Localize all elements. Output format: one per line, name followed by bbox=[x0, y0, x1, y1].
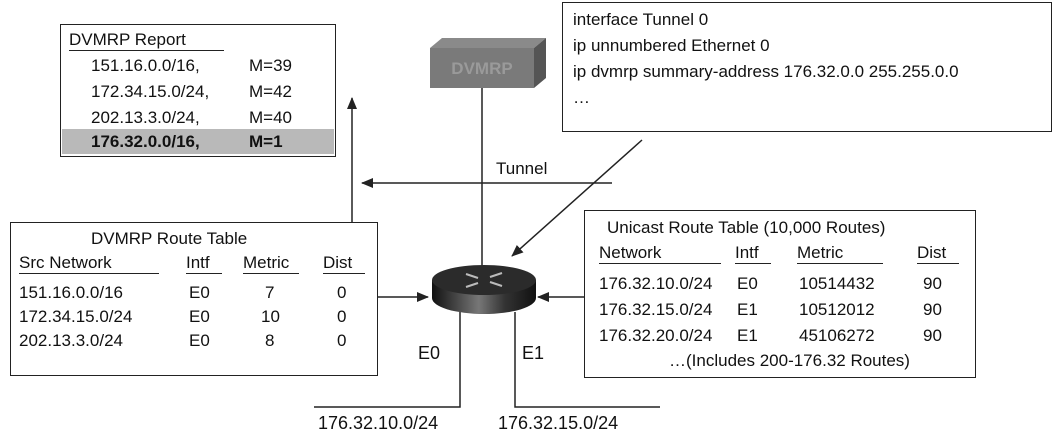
interface-e0-label: E0 bbox=[418, 343, 441, 363]
report-net: 172.34.15.0/24, bbox=[91, 82, 210, 101]
unicast-header-dist: Dist bbox=[917, 243, 959, 264]
unicast-cell: 90 bbox=[923, 274, 942, 293]
router-icon bbox=[432, 265, 536, 314]
config-line: ip dvmrp summary-address 176.32.0.0 255.… bbox=[573, 62, 959, 81]
dvmrp-cell: 0 bbox=[337, 283, 347, 302]
unicast-table-title: Unicast Route Table (10,000 Routes) bbox=[607, 218, 886, 237]
report-net-summary: 176.32.0.0/16, bbox=[91, 132, 200, 151]
dvmrp-cell: 8 bbox=[265, 331, 275, 350]
unicast-cell: 10512012 bbox=[799, 300, 875, 319]
dvmrp-cell: 7 bbox=[265, 283, 275, 302]
dvmrp-header-dist: Dist bbox=[323, 253, 365, 274]
unicast-header-network: Network bbox=[599, 243, 721, 264]
unicast-route-table: Unicast Route Table (10,000 Routes) Netw… bbox=[584, 210, 976, 378]
dvmrp-cell: E0 bbox=[189, 307, 210, 326]
unicast-cell: 176.32.20.0/24 bbox=[599, 326, 713, 345]
subnet-e0-label: 176.32.10.0/24 bbox=[318, 413, 439, 433]
unicast-cell: 45106272 bbox=[799, 326, 875, 345]
config-line: ip unnumbered Ethernet 0 bbox=[573, 36, 770, 55]
dvmrp-table-title: DVMRP Route Table bbox=[91, 229, 248, 248]
subnet-e1-label: 176.32.15.0/24 bbox=[498, 413, 619, 433]
report-net: 151.16.0.0/16, bbox=[91, 56, 200, 75]
interface-e1-label: E1 bbox=[522, 343, 545, 363]
dvmrp-report-box: DVMRP Report 151.16.0.0/16, M=39 172.34.… bbox=[60, 24, 336, 157]
report-net: 202.13.3.0/24, bbox=[91, 108, 200, 127]
dvmrp-cell: 172.34.15.0/24 bbox=[19, 307, 133, 326]
config-arrow bbox=[511, 139, 643, 257]
dvmrp-route-table: DVMRP Route Table Src Network Intf Metri… bbox=[10, 222, 378, 376]
dvmrp-cell: 0 bbox=[337, 307, 347, 326]
unicast-cell: E1 bbox=[737, 326, 758, 345]
report-metric: M=39 bbox=[249, 56, 292, 75]
unicast-cell: 90 bbox=[923, 326, 942, 345]
dvmrp-header-intf: Intf bbox=[186, 253, 222, 274]
dvmrp-cell: E0 bbox=[189, 283, 210, 302]
config-line: … bbox=[573, 88, 590, 107]
dvmrp-cell: E0 bbox=[189, 331, 210, 350]
dvmrp-header-network: Src Network bbox=[19, 253, 159, 274]
dvmrp-cell: 0 bbox=[337, 331, 347, 350]
unicast-header-metric: Metric bbox=[797, 243, 883, 264]
unicast-cell: E0 bbox=[737, 274, 758, 293]
report-metric: M=40 bbox=[249, 108, 292, 127]
report-title: DVMRP Report bbox=[69, 30, 224, 51]
e1-link-line bbox=[514, 312, 660, 408]
config-box: interface Tunnel 0 ip unnumbered Etherne… bbox=[562, 2, 1052, 132]
unicast-table-footer: …(Includes 200-176.32 Routes) bbox=[669, 351, 910, 370]
report-metric: M=42 bbox=[249, 82, 292, 101]
tunnel-label: Tunnel bbox=[496, 159, 548, 178]
dvmrp-router-icon: DVMRP bbox=[430, 38, 546, 88]
dvmrp-cell: 202.13.3.0/24 bbox=[19, 331, 123, 350]
unicast-cell: 176.32.10.0/24 bbox=[599, 274, 713, 293]
config-line: interface Tunnel 0 bbox=[573, 10, 709, 29]
unicast-cell: E1 bbox=[737, 300, 758, 319]
dvmrp-cell: 10 bbox=[261, 307, 280, 326]
dvmrp-cell: 151.16.0.0/16 bbox=[19, 283, 123, 302]
dvmrp-router-label: DVMRP bbox=[451, 59, 512, 78]
unicast-cell: 90 bbox=[923, 300, 942, 319]
unicast-cell: 176.32.15.0/24 bbox=[599, 300, 713, 319]
e0-link-line bbox=[314, 312, 461, 408]
report-highlight-row bbox=[62, 129, 334, 154]
report-metric-summary: M=1 bbox=[249, 132, 283, 151]
unicast-header-intf: Intf bbox=[735, 243, 771, 264]
dvmrp-header-metric: Metric bbox=[243, 253, 299, 274]
unicast-cell: 10514432 bbox=[799, 274, 875, 293]
